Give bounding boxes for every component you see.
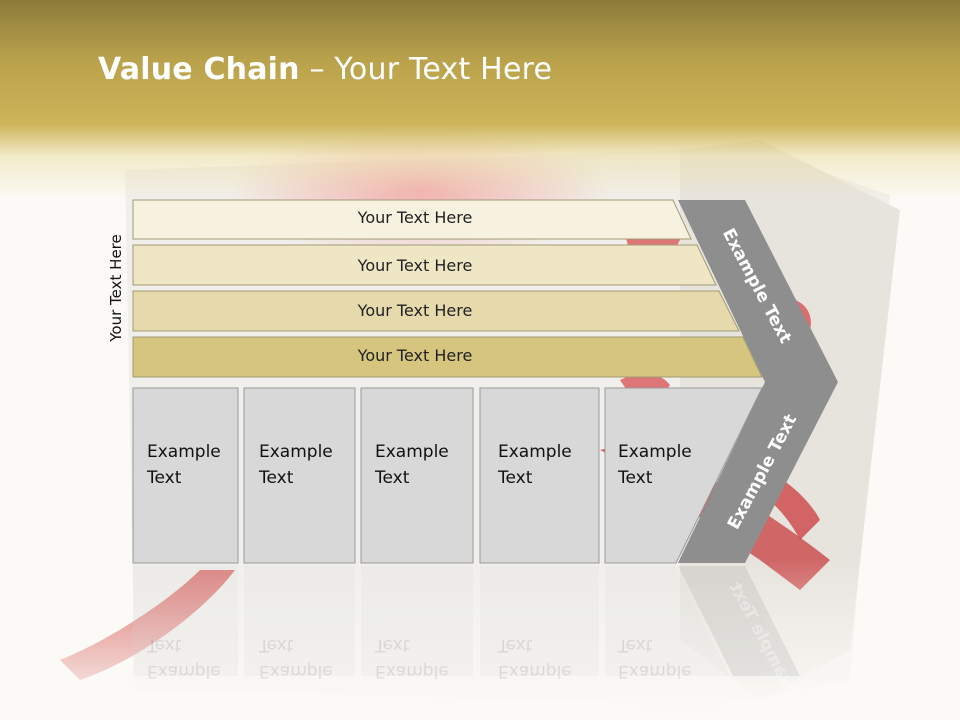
box-3-reflection-line2: Text: [375, 635, 410, 655]
box-5-line1: Example: [618, 442, 692, 462]
box-2-label: Example Text: [259, 439, 333, 491]
bar-2-shape: [132, 244, 717, 286]
box-4-line2: Text: [498, 468, 533, 488]
box-4-label: Example Text: [498, 439, 572, 491]
box-1-reflection-line1: Example: [147, 661, 221, 681]
box-1-label: Example Text: [147, 439, 221, 491]
box-3-shape: [360, 387, 474, 564]
box-3-reflection: Example Text: [375, 632, 449, 684]
box-4-line1: Example: [498, 442, 572, 462]
bar-3-label: Your Text Here: [357, 301, 473, 320]
box-5-reflection: Example Text: [618, 632, 692, 684]
box-3-label: Example Text: [375, 439, 449, 491]
box-5-reflection-line1: Example: [618, 661, 692, 681]
box-3-reflection-line1: Example: [375, 661, 449, 681]
bar-4-shape: [132, 336, 763, 378]
box-1-line2: Text: [147, 468, 182, 488]
box-5-line2: Text: [618, 468, 653, 488]
bar-4-label: Your Text Here: [357, 346, 473, 365]
bar-3-shape: [132, 290, 740, 332]
box-4-shape: [479, 387, 600, 564]
box-2-shape: [243, 387, 356, 564]
box-2-line2: Text: [259, 468, 294, 488]
box-5-shape: [604, 387, 763, 564]
box-5-reflection-line2: Text: [618, 635, 653, 655]
box-2-line1: Example: [259, 442, 333, 462]
bar-1-label: Your Text Here: [357, 208, 473, 227]
box-2-reflection-line2: Text: [259, 635, 294, 655]
box-1-line1: Example: [147, 442, 221, 462]
box-2-reflection-line1: Example: [259, 661, 333, 681]
slide-title: Value Chain – Your Text Here: [98, 52, 552, 87]
box-4-reflection: Example Text: [498, 632, 572, 684]
box-5-label: Example Text: [618, 439, 692, 491]
box-3-line2: Text: [375, 468, 410, 488]
title-rest: – Your Text Here: [299, 52, 553, 87]
box-4-reflection-line1: Example: [498, 661, 572, 681]
box-3-line1: Example: [375, 442, 449, 462]
title-band: [0, 0, 960, 200]
title-bold: Value Chain: [98, 52, 300, 87]
box-1-shape: [132, 387, 239, 564]
box-1-reflection: Example Text: [147, 632, 221, 684]
box-1-reflection-line2: Text: [147, 635, 182, 655]
reflection-group: [133, 566, 800, 676]
bar-2-label: Your Text Here: [357, 256, 473, 275]
box-2-reflection: Example Text: [259, 632, 333, 684]
chevron-shape: [678, 200, 838, 563]
bar-1-shape: [132, 199, 692, 240]
box-4-reflection-line2: Text: [498, 635, 533, 655]
